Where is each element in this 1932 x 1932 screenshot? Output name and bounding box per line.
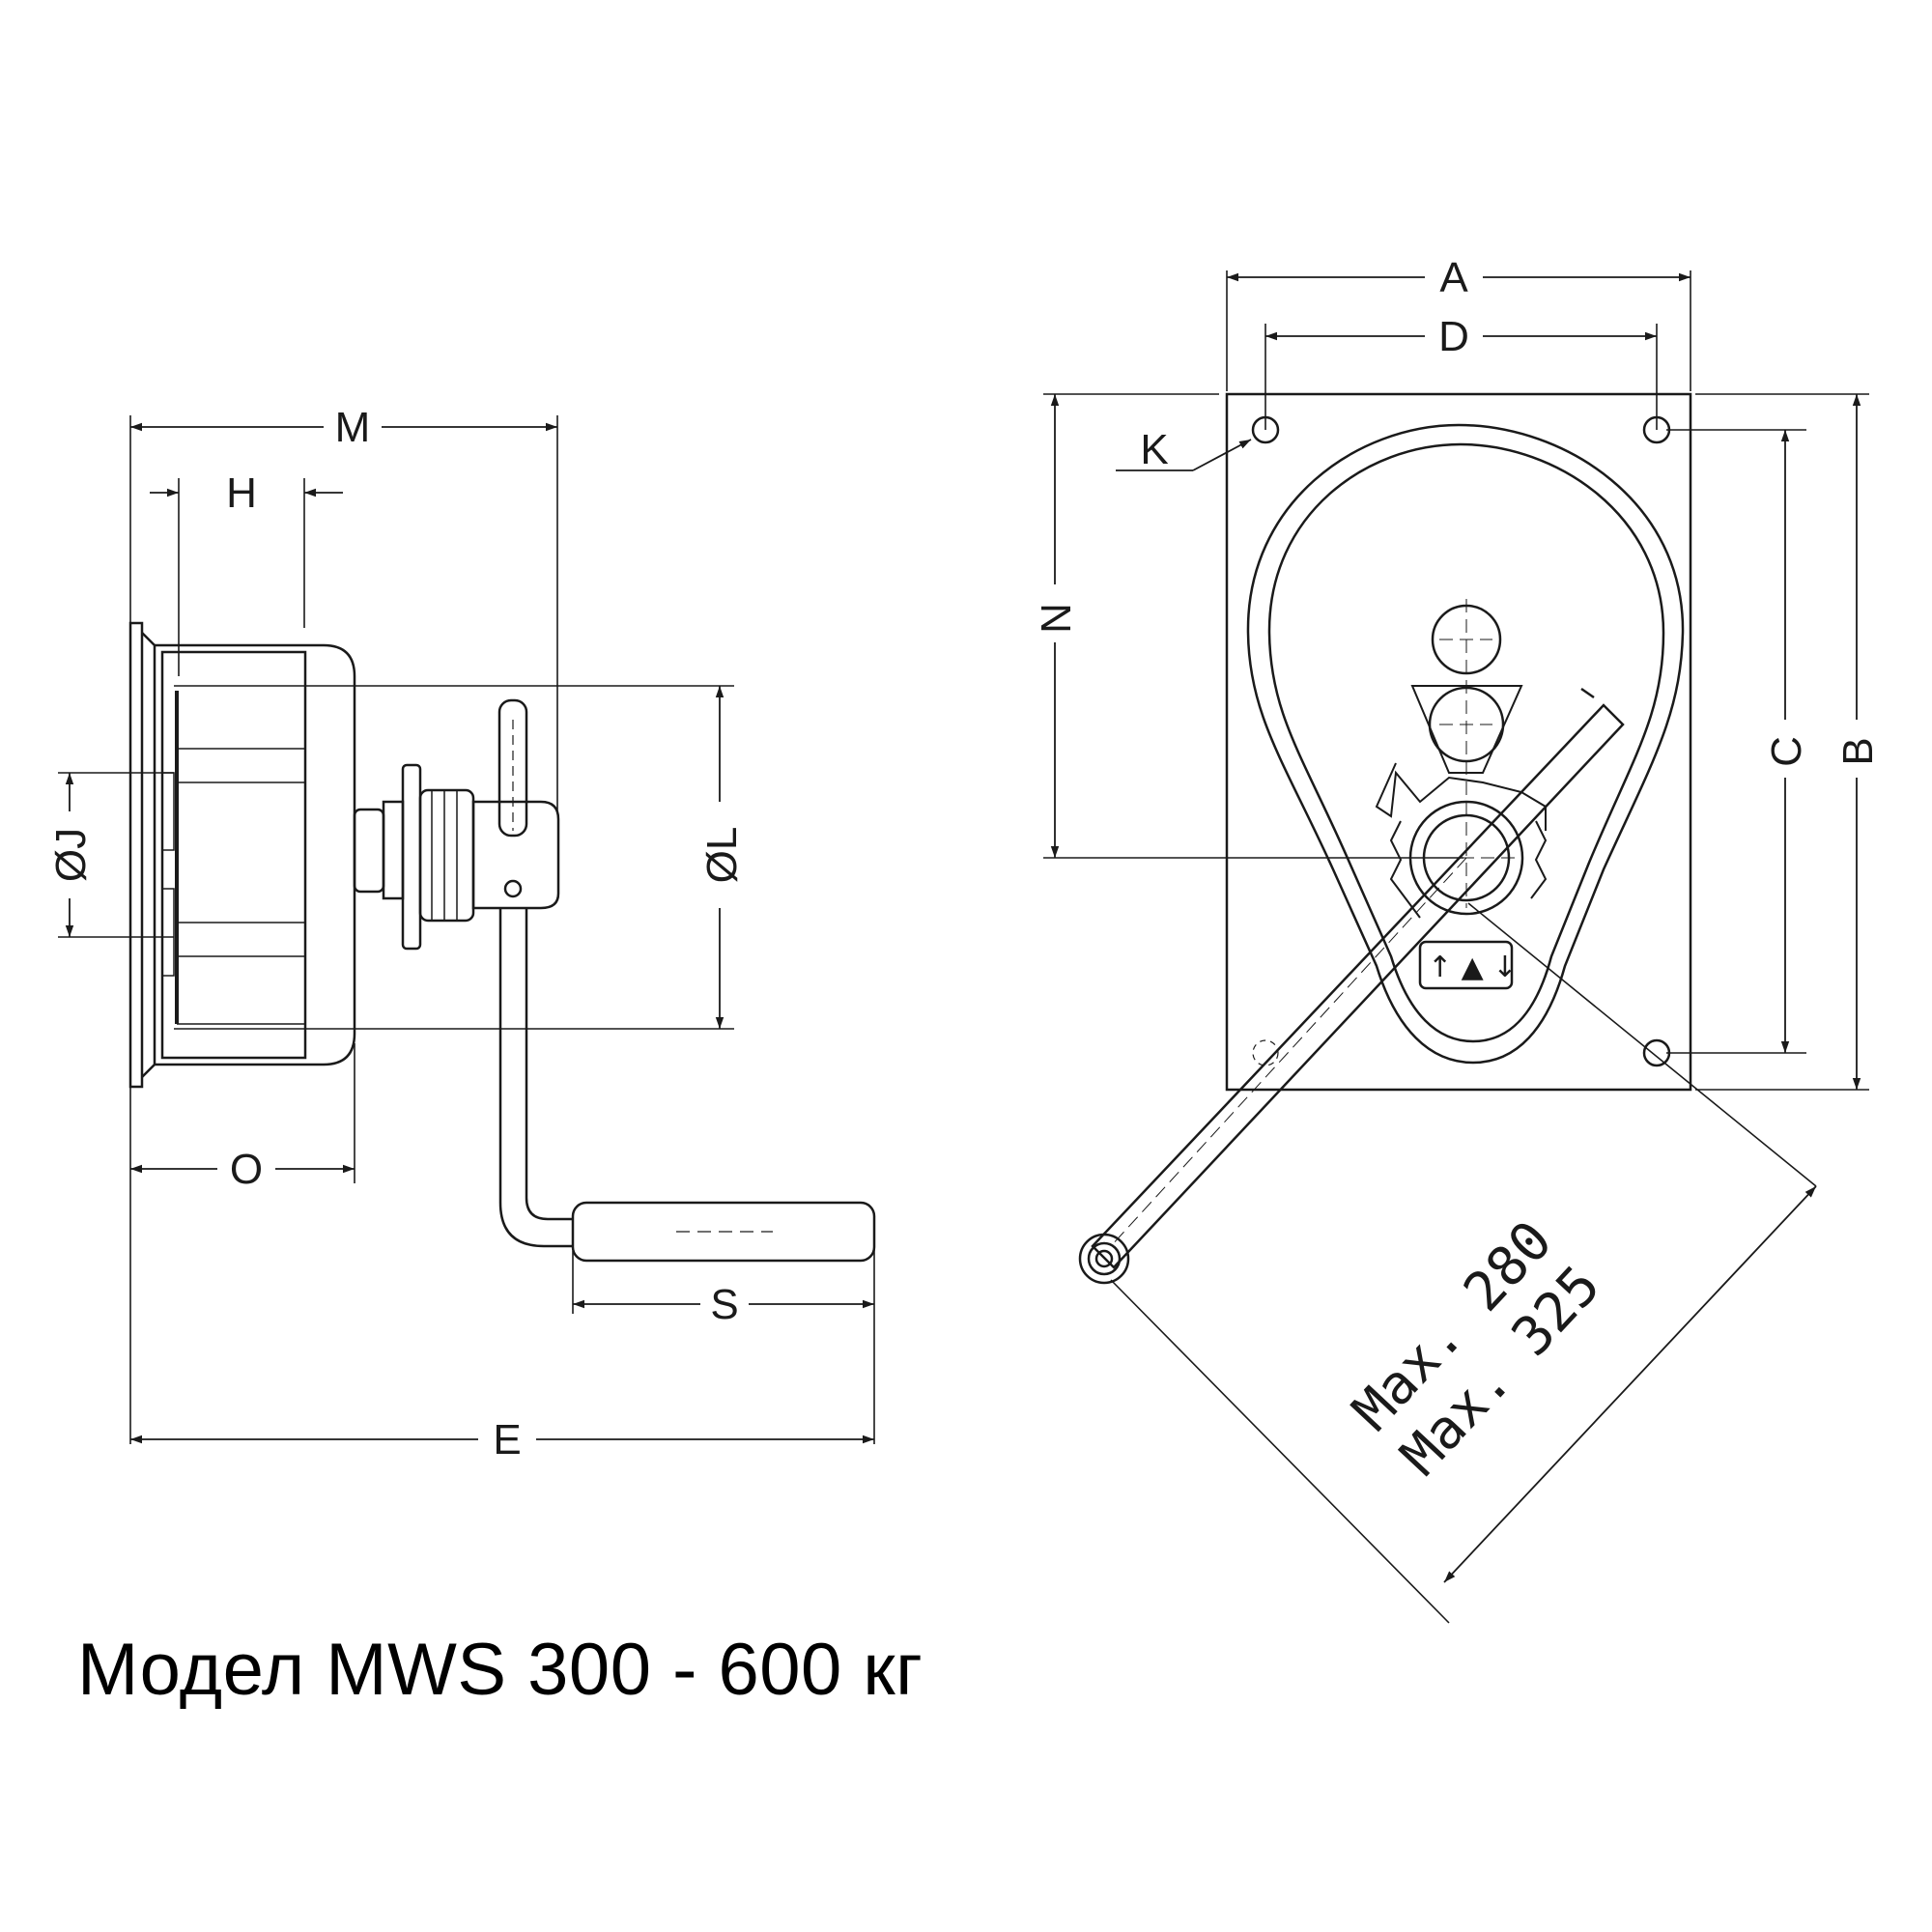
dim-l-label: ØL bbox=[698, 827, 746, 884]
dim-s-label: S bbox=[710, 1281, 738, 1328]
housing-inner bbox=[1267, 442, 1665, 1043]
dim-j-label: ØJ bbox=[47, 828, 95, 882]
front-view: ↑ ▲ ↓ bbox=[1043, 270, 1869, 1624]
dim-c-label: C bbox=[1763, 736, 1810, 767]
dim-m-label: M bbox=[335, 404, 371, 451]
housing-outer bbox=[1246, 423, 1685, 1065]
warning-label bbox=[1418, 940, 1514, 990]
side-dimension-lines bbox=[65, 422, 874, 1444]
mounting-holes bbox=[1251, 415, 1671, 1067]
dim-d-label: D bbox=[1438, 313, 1469, 360]
side-view bbox=[58, 415, 876, 1444]
crank-grip bbox=[571, 1201, 876, 1263]
shaft-hub bbox=[353, 808, 385, 894]
front-crank-arm bbox=[1091, 703, 1625, 1269]
front-dimension-lines bbox=[1050, 272, 1861, 1583]
svg-text:↑ ▲ ↓: ↑ ▲ ↓ bbox=[1428, 951, 1517, 984]
handle-hub bbox=[471, 800, 560, 910]
dim-b-label: B bbox=[1834, 737, 1882, 765]
dim-e-label: E bbox=[493, 1416, 521, 1463]
base-plate bbox=[1225, 392, 1692, 1092]
model-caption: Модел MWS 300 - 600 кг bbox=[77, 1629, 923, 1711]
crank-knob-middle bbox=[1087, 1241, 1122, 1276]
side-extension-lines bbox=[58, 415, 875, 1444]
ratchet-body bbox=[418, 788, 475, 923]
drum-inner bbox=[160, 650, 307, 1060]
side-labels: M H O S E ØJ ØL bbox=[47, 404, 746, 1463]
front-extension-lines bbox=[1043, 270, 1869, 1624]
dim-o-label: O bbox=[230, 1146, 263, 1193]
front-labels: A D K N C B Max. 280 Max. 325 bbox=[1033, 254, 1882, 1488]
drum-housing bbox=[155, 643, 356, 1066]
center-lines bbox=[1110, 599, 1517, 1247]
dim-h-label: H bbox=[226, 469, 257, 517]
dim-n-label: N bbox=[1033, 603, 1080, 634]
crank-knob-inner bbox=[1094, 1249, 1114, 1268]
locking-pin bbox=[497, 698, 528, 838]
dim-k-label: K bbox=[1140, 426, 1168, 473]
dim-a-label: A bbox=[1439, 254, 1468, 301]
crank-knob-outer bbox=[1078, 1233, 1130, 1285]
brake-disc bbox=[401, 763, 422, 951]
crank-arm bbox=[498, 908, 573, 1248]
mounting-flange bbox=[128, 621, 144, 1089]
